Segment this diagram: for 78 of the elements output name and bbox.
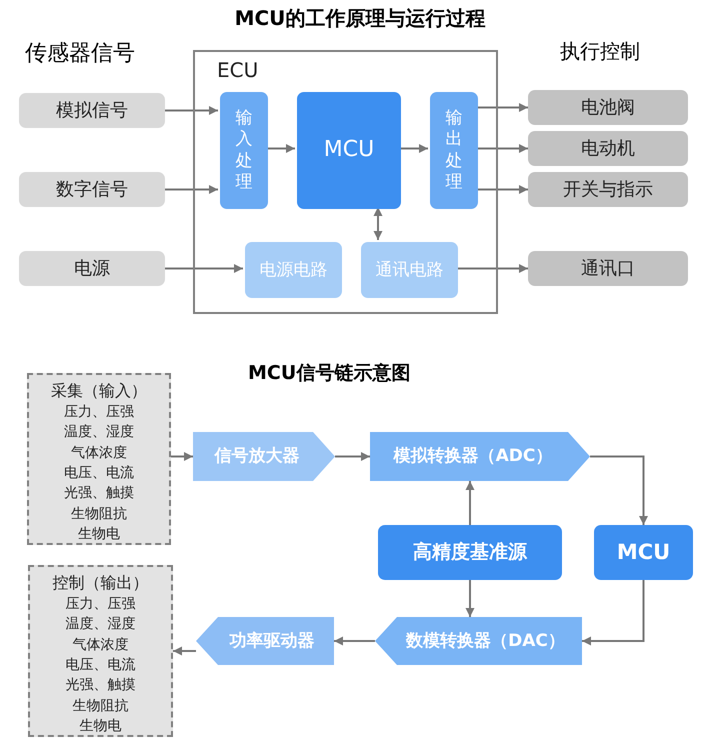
list-item: 生物阻抗 [72,696,128,716]
node-label: 功率驱动器 [230,630,314,652]
process-box [361,242,458,298]
process-box [19,251,165,286]
node-label: 通讯口 [581,258,635,280]
arrow [582,580,644,646]
chevron-box [193,432,335,481]
list-item: 电压、电流 [64,464,134,484]
dashed-box [27,373,171,545]
arrow [590,456,648,525]
node-label: 通讯电路 [376,260,444,280]
node-label: 高精度基准源 [413,541,527,564]
node-label: 模拟转换器（ADC） [394,446,552,467]
node-label: 信号放大器 [214,446,300,467]
node-label: 开关与指示 [563,178,653,200]
list-item: 温度、湿度 [64,423,134,442]
list-item: 生物阻抗 [71,504,127,524]
arrow [374,207,382,240]
chevron-box [375,617,582,665]
section-title: MCU信号链示意图 [248,361,410,386]
node-label: 电池阀 [581,96,635,118]
chevron-box [370,432,590,481]
list-item: 温度、湿度 [66,615,136,634]
process-box [528,172,688,207]
list-item: 压力、压强 [66,595,136,614]
arrow [266,144,295,153]
node-label: 电源电路 [260,260,328,280]
arrow [476,103,528,112]
dashed-box [28,565,173,737]
arrow [456,264,528,273]
node-label: 输出处理 [446,108,462,193]
box-heading: 采集（输入） [51,380,147,402]
frame-title: ECU [217,58,258,82]
arrow [476,185,528,194]
arrow [335,452,370,461]
arrow [173,646,196,656]
diagram-title: MCU的工作原理与运行过程 [234,5,486,32]
process-box [19,93,165,128]
ecu-frame [193,50,498,314]
node-label: 数模转换器（DAC） [406,630,565,652]
section-heading: 执行控制 [560,38,640,65]
process-box [528,90,688,125]
arrow [165,106,218,115]
list-item: 气体浓度 [72,636,128,655]
arrow [334,636,375,646]
list-item: 电压、电流 [66,656,136,676]
node-label: 输入处理 [236,108,252,193]
process-box [430,92,478,209]
arrow [165,185,218,194]
process-box [528,251,688,286]
node-label: MCU [324,137,374,164]
list-item: 生物电 [80,716,122,736]
arrow [171,452,193,461]
arrow [399,144,428,153]
node-label: 数字信号 [56,178,128,200]
list-item: 生物电 [78,524,120,544]
box-heading: 控制（输出） [52,572,148,594]
list-item: 光强、触摸 [64,484,134,504]
node-label: 电源 [74,258,110,280]
process-box [245,242,342,298]
node-label: 电动机 [581,138,635,160]
arrow [476,144,528,153]
arrow [466,580,474,617]
section-heading: 传感器信号 [25,40,135,68]
arrow [466,481,474,525]
process-box [528,131,688,166]
list-item: 光强、触摸 [66,676,136,696]
chevron-box [196,617,334,665]
process-box [594,525,693,580]
process-box [297,92,401,209]
process-box [19,172,165,207]
process-box [378,525,562,580]
process-box [220,92,268,209]
arrow [165,264,243,273]
list-item: 气体浓度 [71,444,127,463]
node-label: MCU [616,540,670,566]
node-label: 模拟信号 [56,100,128,122]
list-item: 压力、压强 [64,403,134,422]
